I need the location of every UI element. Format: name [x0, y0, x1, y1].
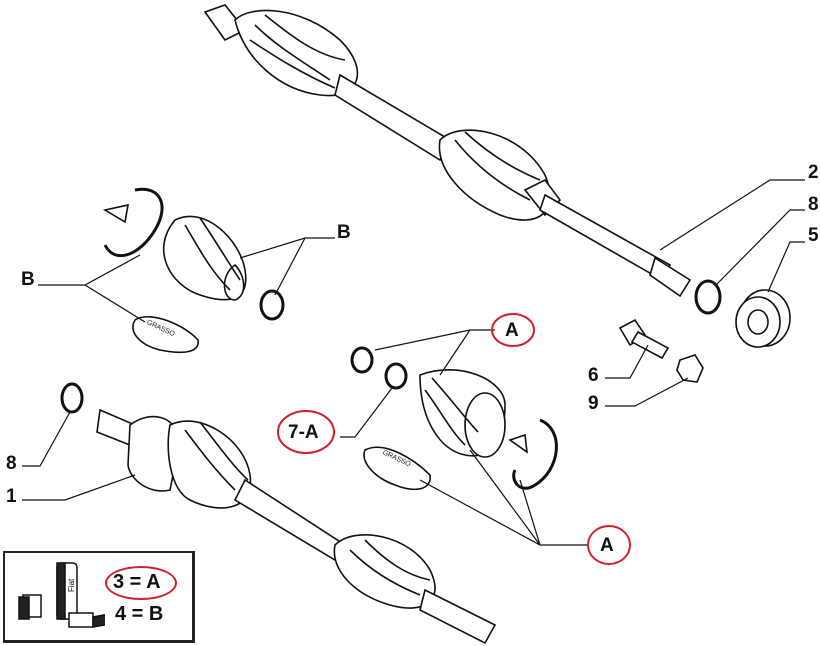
drive-shaft-left — [96, 408, 497, 645]
sealing-ring-left — [60, 382, 84, 414]
sealing-ring-right — [694, 279, 722, 315]
callout-b-top: B — [337, 222, 351, 243]
callout-b-left: B — [21, 269, 35, 290]
callout-8-right: 8 — [808, 194, 819, 215]
bolt — [618, 318, 670, 360]
fiat-products-icon: Fiat — [18, 562, 105, 628]
callout-7a: 7-A — [288, 422, 319, 443]
callout-6: 6 — [588, 365, 599, 386]
fiat-text: Fiat — [67, 578, 76, 592]
legend-highlight-circle — [105, 566, 177, 600]
callout-1: 1 — [6, 486, 17, 507]
legend-box: Fiat 3 = A 4 = B — [3, 551, 195, 643]
highlight-circles — [277, 313, 631, 565]
leader-lines — [22, 179, 805, 546]
legend-line-2: 4 = B — [115, 603, 164, 625]
drive-shaft-right — [203, 4, 692, 298]
callout-8-left: 8 — [6, 453, 17, 474]
boot-kit-inner: GRASSO — [350, 346, 558, 491]
callout-a-top: A — [505, 320, 519, 341]
boot-kit-outer: GRASSO — [102, 187, 285, 354]
callout-2: 2 — [808, 162, 819, 183]
callout-5: 5 — [808, 225, 819, 246]
nut — [676, 354, 704, 383]
callout-9: 9 — [588, 393, 599, 414]
bearing — [735, 289, 791, 348]
callout-a-bottom: A — [600, 535, 614, 556]
